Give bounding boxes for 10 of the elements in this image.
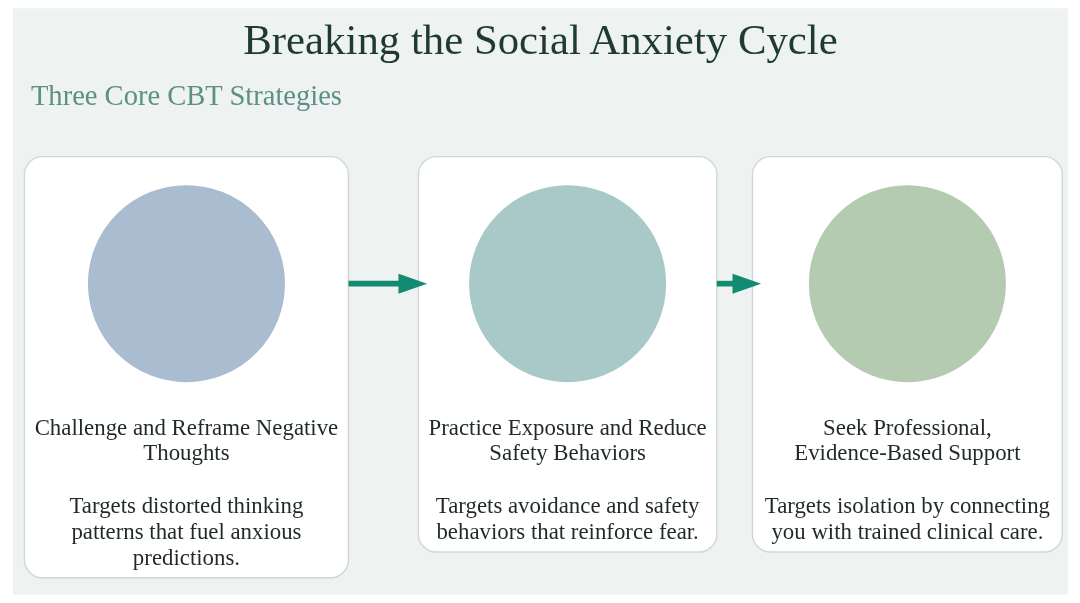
cluster: Challenge and Reframe Negative Thoughts Targets distorted thinking patterns that fuel anxious predictions. xyxy=(23,155,349,579)
label: Three Core CBT Strategies xyxy=(30,80,342,112)
diagram-title: Breaking the Social Anxiety Cycle xyxy=(242,15,838,63)
arrow xyxy=(348,273,427,294)
cluster: Seek Professional, Evidence-Based Support Targets isolation by connecting you with trained clinical care. xyxy=(751,155,1063,553)
node-circle xyxy=(808,185,1006,383)
cluster: Practice Exposure and Reduce Safety Behaviors Targets avoidance and safety behaviors that reinforce fear. xyxy=(417,155,718,553)
arrow xyxy=(716,273,761,294)
node-circle xyxy=(87,185,285,383)
node-circle xyxy=(468,185,666,383)
